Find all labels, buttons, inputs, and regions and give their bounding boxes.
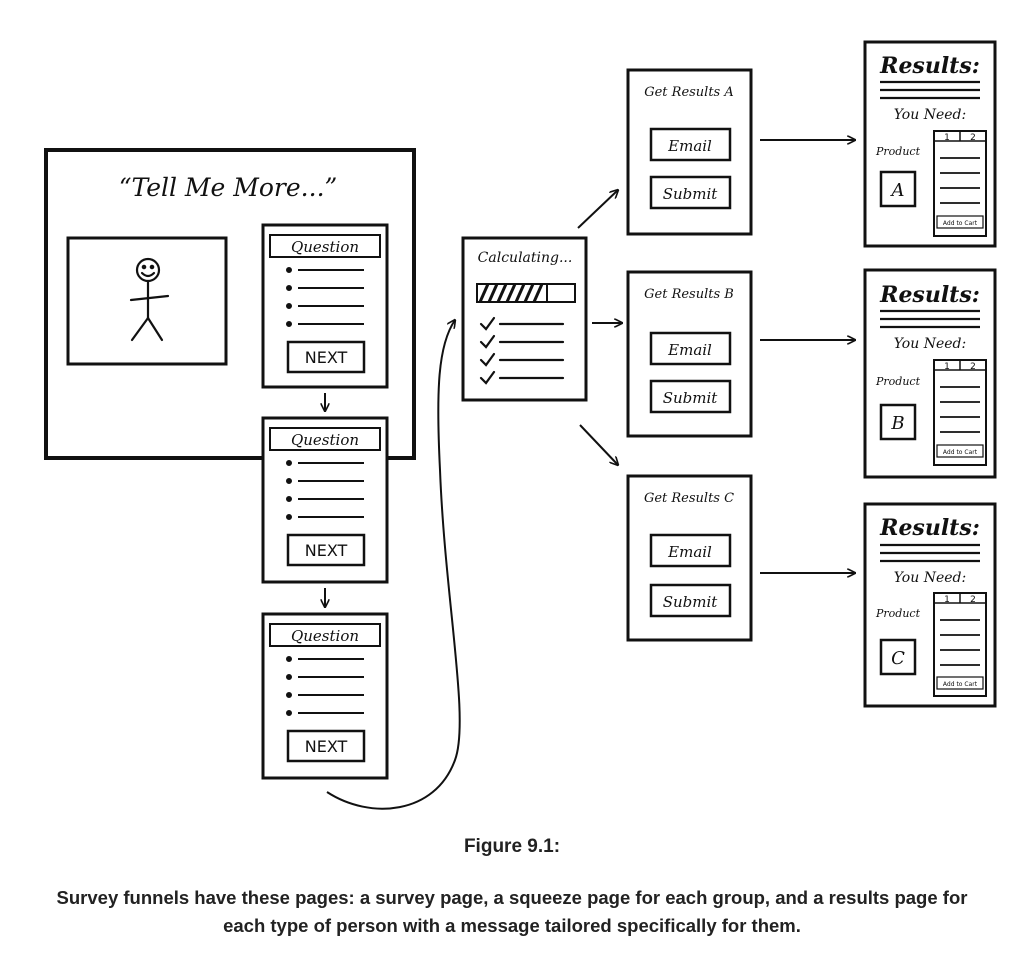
squeeze-page-a: Get Results A Email Submit (626, 68, 753, 236)
result-arrows (760, 140, 855, 573)
pricing-table-a: 1 2 Add to Cart (933, 130, 987, 237)
squeeze-title-c: Get Results C (644, 491, 734, 506)
pricing-table-c: 1 2 Add to Cart (933, 592, 987, 697)
cart-label-b: Add to Cart (943, 449, 978, 456)
add-to-cart-button-c[interactable]: Add to Cart (936, 676, 984, 690)
product-letter-b: B (890, 413, 904, 434)
question-card-1: Question NEXT (261, 223, 389, 389)
product-label-a: Product (875, 145, 921, 158)
checkmark-icon (479, 370, 496, 385)
email-field-c[interactable]: Email (649, 533, 732, 568)
add-to-cart-button-a[interactable]: Add to Cart (936, 215, 984, 229)
col-1-header: 1 (944, 362, 950, 372)
question-label-1: Question (291, 238, 359, 256)
product-box-a: A (879, 170, 917, 208)
branch-arrows (577, 190, 622, 465)
pricing-table-b: 1 2 Add to Cart (933, 359, 987, 466)
arrow-icon (577, 190, 618, 229)
next-label-1: NEXT (305, 348, 348, 367)
question-card-2: Question NEXT (261, 416, 389, 584)
figure-caption: Survey funnels have these pages: a surve… (56, 887, 968, 936)
survey-funnel-diagram: “Tell Me More...” Question (44, 40, 997, 810)
add-to-cart-button-b[interactable]: Add to Cart (936, 444, 984, 458)
email-field-b[interactable]: Email (649, 331, 732, 366)
product-box-c: C (879, 638, 917, 676)
survey-title: “Tell Me More...” (119, 173, 338, 202)
stick-figure-icon (129, 257, 170, 342)
results-page-b: Results: You Need: Product B 1 2 Add to … (863, 268, 997, 479)
submit-label-a: Submit (663, 185, 719, 203)
you-need-b: You Need: (894, 336, 966, 352)
submit-button-c[interactable]: Submit (649, 583, 732, 618)
question-card-3: Question NEXT (261, 612, 389, 780)
curve-arrow-icon (326, 320, 461, 810)
results-title-b: Results: (879, 282, 980, 308)
next-button-3[interactable]: NEXT (286, 729, 366, 763)
product-letter-c: C (891, 648, 905, 669)
question-label-2: Question (291, 431, 359, 449)
col-2-header: 2 (970, 133, 976, 143)
submit-label-b: Submit (663, 389, 719, 407)
email-label-c: Email (667, 543, 712, 561)
results-page-c: Results: You Need: Product C 1 2 Add to … (863, 502, 997, 708)
results-page-a: Results: You Need: Product A 1 2 Add to … (863, 40, 997, 248)
results-title-c: Results: (879, 515, 980, 541)
checkmark-icon (479, 334, 496, 349)
results-title-a: Results: (879, 53, 980, 79)
question-label-3: Question (291, 627, 359, 645)
calculating-page: Calculating... (461, 236, 588, 402)
squeeze-page-c: Get Results C Email Submit (626, 474, 753, 642)
submit-button-a[interactable]: Submit (649, 175, 732, 210)
col-1-header: 1 (944, 595, 950, 605)
submit-label-c: Submit (663, 593, 719, 611)
squeeze-page-b: Get Results B Email Submit (626, 270, 753, 438)
next-button-1[interactable]: NEXT (286, 340, 366, 374)
you-need-a: You Need: (894, 107, 966, 123)
product-letter-a: A (890, 180, 905, 201)
cart-label-a: Add to Cart (943, 220, 978, 227)
email-label-b: Email (667, 341, 712, 359)
squeeze-title-b: Get Results B (644, 287, 734, 302)
checkmark-icon (479, 316, 496, 331)
col-2-header: 2 (970, 362, 976, 372)
cart-label-c: Add to Cart (943, 681, 978, 688)
calculating-label: Calculating... (478, 250, 573, 266)
submit-button-b[interactable]: Submit (649, 379, 732, 414)
checkmark-icon (479, 352, 496, 367)
product-box-b: B (879, 403, 917, 441)
arrow-icon (579, 424, 618, 465)
flow-arrows (325, 320, 461, 810)
figure-label: Figure 9.1: (463, 836, 561, 857)
video-frame (66, 236, 228, 366)
you-need-c: You Need: (894, 570, 966, 586)
product-label-b: Product (875, 375, 921, 388)
product-label-c: Product (875, 607, 921, 620)
next-label-2: NEXT (305, 541, 348, 560)
progress-bar (476, 283, 576, 303)
email-label-a: Email (667, 137, 712, 155)
col-1-header: 1 (944, 133, 950, 143)
squeeze-title-a: Get Results A (644, 85, 734, 100)
email-field-a[interactable]: Email (649, 127, 732, 162)
col-2-header: 2 (970, 595, 976, 605)
next-label-3: NEXT (305, 737, 348, 756)
next-button-2[interactable]: NEXT (286, 533, 366, 567)
